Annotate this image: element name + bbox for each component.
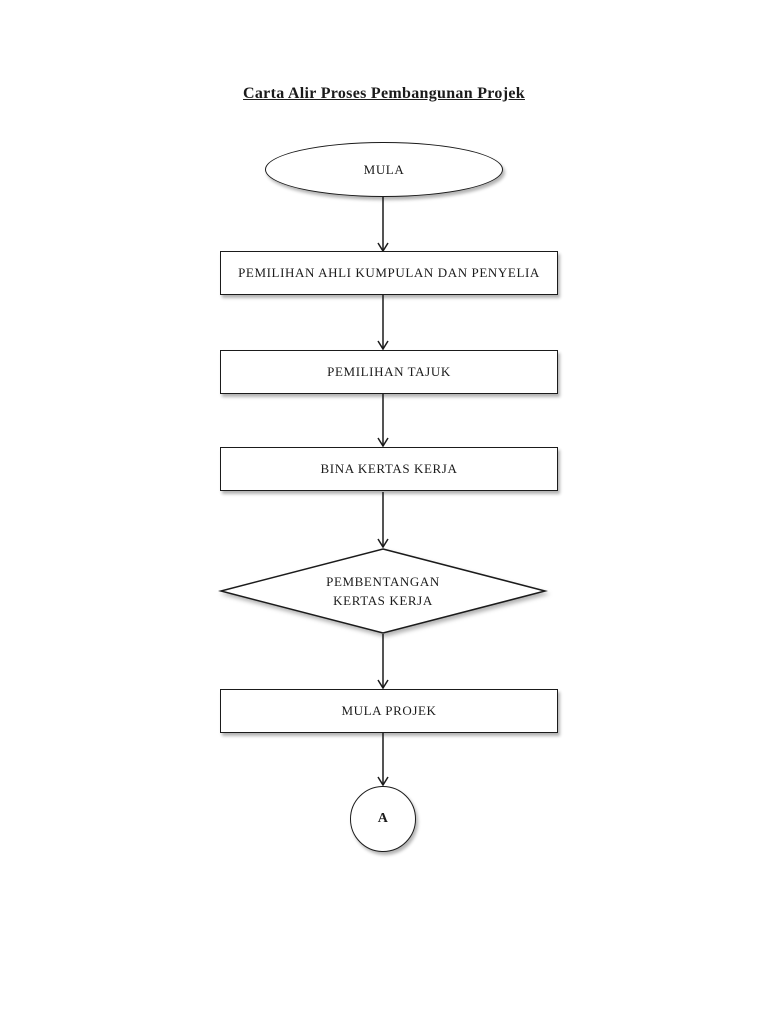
flow-node-process-4-label: MULA PROJEK xyxy=(341,703,437,718)
flow-node-process-2-label: PEMILIHAN TAJUK xyxy=(327,364,451,379)
flow-node-connector-a: A xyxy=(350,786,416,852)
flow-arrow-down-5 xyxy=(377,634,389,689)
flow-node-process-2: PEMILIHAN TAJUK xyxy=(220,350,558,394)
decision-diamond-shape xyxy=(218,548,548,634)
flow-node-start: MULA xyxy=(265,142,503,197)
flow-node-process-1: PEMILIHAN AHLI KUMPULAN DAN PENYELIA xyxy=(220,251,558,295)
flow-arrow-down-1 xyxy=(377,197,389,252)
decision-label-line-1: PEMBENTANGAN xyxy=(326,574,440,589)
flow-node-connector-a-label: A xyxy=(377,811,389,826)
flow-node-start-label: MULA xyxy=(363,161,405,177)
flow-arrow-down-2 xyxy=(377,295,389,350)
flow-node-process-1-label: PEMILIHAN AHLI KUMPULAN DAN PENYELIA xyxy=(238,265,540,280)
flow-node-process-3: BINA KERTAS KERJA xyxy=(220,447,558,491)
flow-node-decision-label: PEMBENTANGAN KERTAS KERJA xyxy=(220,548,546,634)
flow-node-process-3-label: BINA KERTAS KERJA xyxy=(320,461,458,476)
flow-arrow-down-6 xyxy=(377,733,389,786)
flow-arrow-down-4 xyxy=(377,492,389,548)
decision-label-line-2: KERTAS KERJA xyxy=(333,593,433,608)
flow-node-process-4: MULA PROJEK xyxy=(220,689,558,733)
flow-node-decision: PEMBENTANGAN KERTAS KERJA xyxy=(218,548,548,634)
page-title: Carta Alir Proses Pembangunan Projek xyxy=(243,85,525,102)
flow-arrow-down-3 xyxy=(377,394,389,447)
